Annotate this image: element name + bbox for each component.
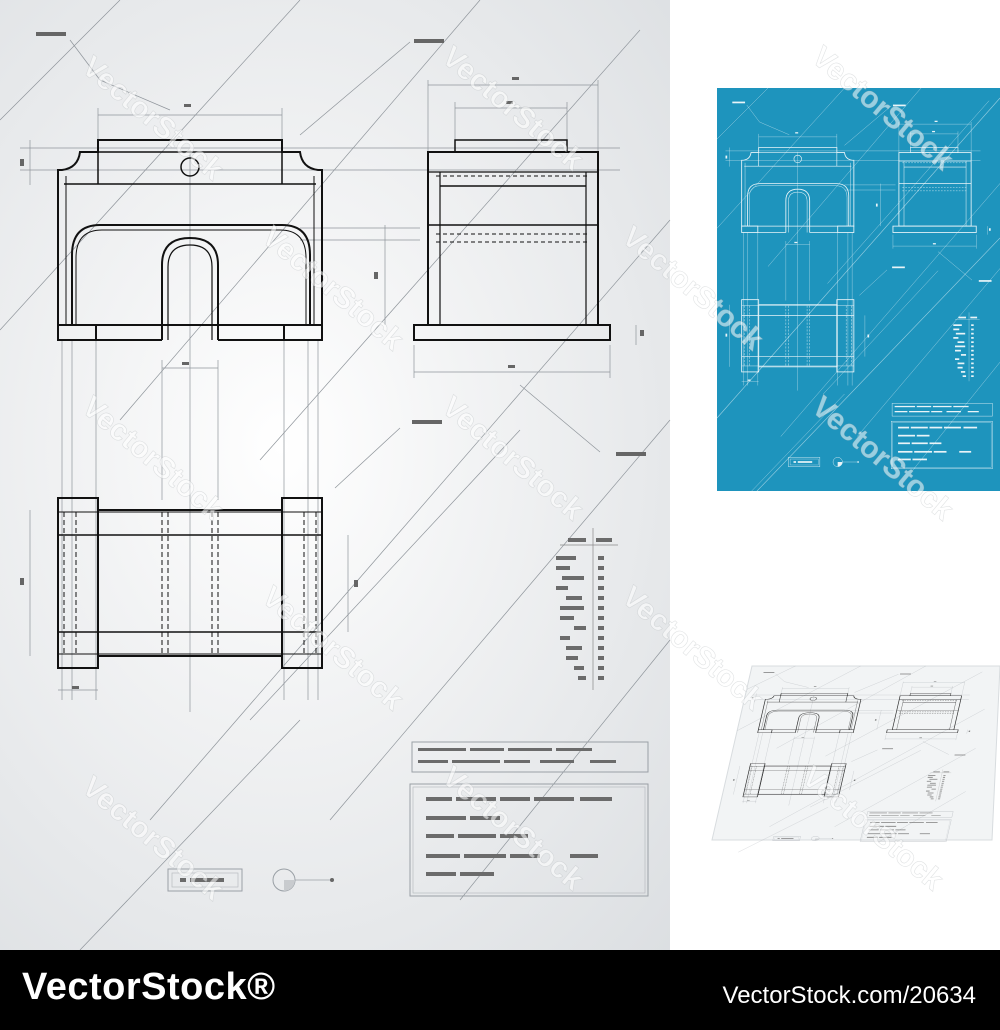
drawings-svg: VectorStock VectorStock VectorStock Vect… [0,0,1000,950]
watermark-text: VectorStock [436,390,590,527]
watermark-text: VectorStock [76,770,230,907]
watermark-text: VectorStock [436,760,590,897]
main-drawing-sheet [0,0,670,950]
watermark-text: VectorStock [256,580,410,717]
footer-credit: VectorStock.com/20634 [722,982,976,1009]
watermark-text: VectorStock [256,220,410,357]
footer-bar: VectorStock® VectorStock.com/20634 [0,950,1000,1030]
watermark-text: VectorStock [436,40,590,177]
perspective-variant [709,665,1000,852]
blueprint-variant [716,88,1000,492]
footer-logo: VectorStock® [22,966,276,1008]
watermark-text: VectorStock [616,580,770,717]
